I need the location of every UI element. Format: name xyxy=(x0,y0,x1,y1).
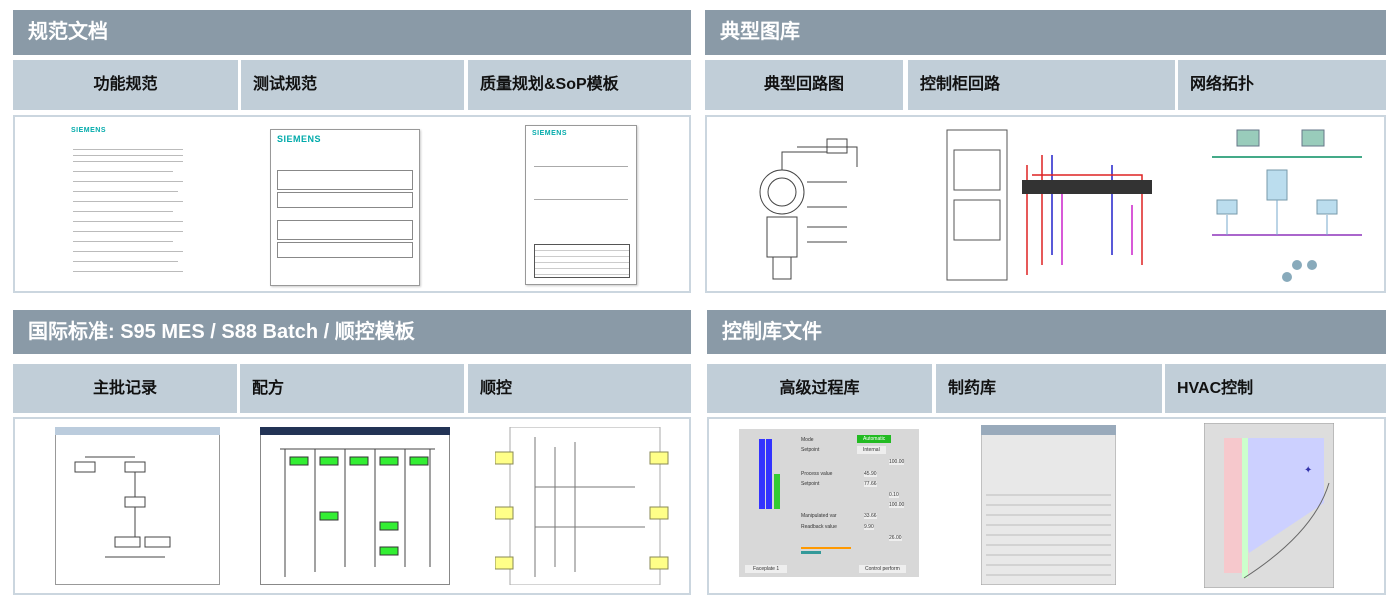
pv-value: 45.90 xyxy=(864,471,877,477)
content-standards xyxy=(13,417,691,595)
low-limit: 0.10 xyxy=(889,492,899,498)
rb-label: Readback value xyxy=(801,524,837,530)
rb-value: 9.90 xyxy=(864,524,874,530)
tab-advanced-process-library[interactable]: 高级过程库 xyxy=(707,364,932,413)
tab-recipe[interactable]: 配方 xyxy=(240,364,464,413)
tab-network-topology[interactable]: 网络拓扑 xyxy=(1178,60,1386,110)
faceplate-button: Faceplate 1 xyxy=(745,565,788,573)
sequence-control-thumbnail[interactable] xyxy=(495,427,675,585)
tab-hvac-control[interactable]: HVAC控制 xyxy=(1165,364,1386,413)
high-limit: 100.00 xyxy=(889,459,905,465)
quality-sop-thumbnail[interactable]: SIEMENS xyxy=(525,125,637,285)
content-control-libraries: Mode Automatic Setpoint Internal 100.00 … xyxy=(707,417,1386,595)
functional-spec-thumbnail[interactable]: SIEMENS xyxy=(65,121,195,286)
mv-value: 33.66 xyxy=(864,513,877,519)
tab-sequence-control[interactable]: 顺控 xyxy=(468,364,691,413)
content-spec-docs: SIEMENS SIEMENS SIEMENS xyxy=(13,115,691,293)
sp-value: 77.66 xyxy=(864,481,877,487)
network-topology-thumbnail[interactable] xyxy=(1207,125,1367,285)
brand-text: SIEMENS xyxy=(277,134,322,144)
recipe-thumbnail[interactable] xyxy=(260,427,450,585)
test-spec-thumbnail[interactable]: SIEMENS xyxy=(270,129,420,286)
section-header-standards: 国际标准: S95 MES / S88 Batch / 顺控模板 xyxy=(13,310,691,354)
mv-label: Manipulated var xyxy=(801,513,837,519)
pv-label: Process value xyxy=(801,471,833,477)
faceplate-thumbnail[interactable]: Mode Automatic Setpoint Internal 100.00 … xyxy=(739,429,919,577)
section-header-control-libraries: 控制库文件 xyxy=(707,310,1386,354)
sp-label: Setpoint xyxy=(801,481,820,487)
setpoint-label: Setpoint xyxy=(801,447,820,453)
section-header-typical-drawings: 典型图库 xyxy=(705,10,1386,55)
setpoint-value: Internal xyxy=(857,446,886,454)
tab-functional-spec[interactable]: 功能规范 xyxy=(13,60,238,110)
cabinet-loop-thumbnail[interactable] xyxy=(942,125,1172,285)
tab-pharma-library[interactable]: 制药库 xyxy=(936,364,1162,413)
svg-text:✦: ✦ xyxy=(1304,465,1312,476)
hvac-chart-thumbnail[interactable]: ✦ xyxy=(1204,423,1334,588)
readback-high: 26.00 xyxy=(889,535,902,541)
mode-value: Automatic xyxy=(857,435,892,443)
tab-typical-loop[interactable]: 典型回路图 xyxy=(705,60,903,110)
mode-label: Mode xyxy=(801,437,814,443)
typical-loop-thumbnail[interactable] xyxy=(737,127,897,287)
tab-master-batch-record[interactable]: 主批记录 xyxy=(13,364,237,413)
mv-high: 100.00 xyxy=(889,502,905,508)
tab-cabinet-loop[interactable]: 控制柜回路 xyxy=(908,60,1175,110)
brand-text: SIEMENS xyxy=(532,130,568,137)
pharma-library-thumbnail[interactable] xyxy=(981,425,1116,585)
tab-test-spec[interactable]: 测试规范 xyxy=(241,60,464,110)
control-perform-button: Control perform xyxy=(859,565,906,573)
brand-text: SIEMENS xyxy=(71,127,107,134)
content-typical-drawings xyxy=(705,115,1386,293)
master-batch-record-thumbnail[interactable] xyxy=(55,427,220,585)
tab-quality-sop[interactable]: 质量规划&SoP模板 xyxy=(468,60,691,110)
section-header-spec-docs: 规范文档 xyxy=(13,10,691,55)
